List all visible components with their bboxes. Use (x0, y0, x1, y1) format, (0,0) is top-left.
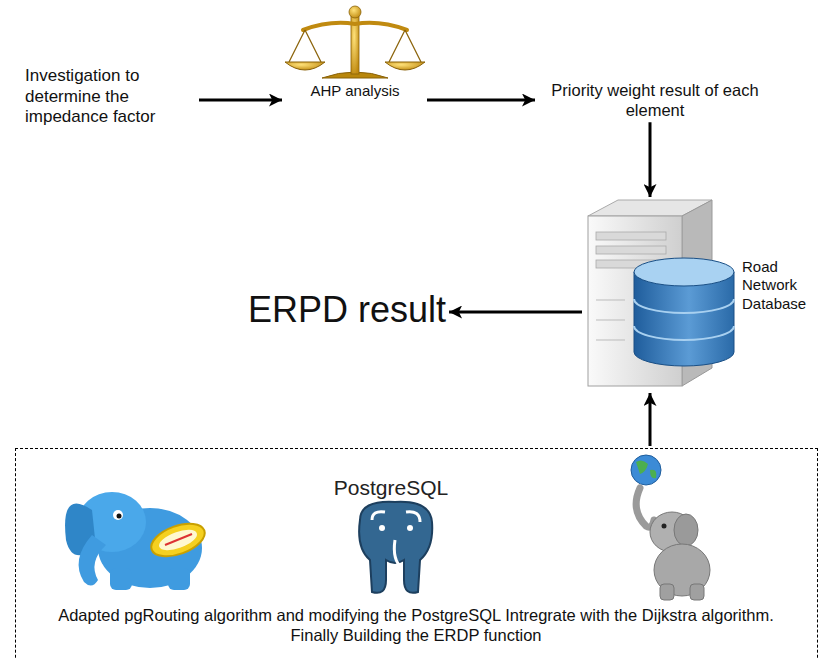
flow-arrow (427, 99, 535, 102)
step-text: Priority weight result of each element (538, 80, 772, 120)
postgresql-logo (359, 502, 432, 593)
database-server: Road Network Database (584, 200, 736, 390)
result-text: ERPD result (248, 288, 446, 332)
node-label: Investigation to determine the impedance… (25, 66, 197, 128)
node-label: Road Network Database (742, 258, 816, 313)
scales-icon (285, 6, 425, 78)
node-label: AHP analysis (285, 82, 425, 100)
flow-arrow (199, 99, 282, 102)
postgis-logo (631, 455, 710, 600)
node-label: PostgreSQL (316, 475, 466, 501)
database-cylinder (634, 258, 734, 366)
tools-panel: PostgreSQL Adapted pgRouting algorithm an… (15, 448, 818, 659)
step-text: Investigation to determine the impedance… (25, 66, 197, 128)
node-label: ERPD result (248, 288, 446, 332)
analysis-step: AHP analysis (285, 0, 425, 106)
flow-arrow (649, 393, 652, 446)
flow-arrow (449, 311, 582, 314)
node-label: Priority weight result of each element (538, 80, 772, 120)
flow-arrow (649, 122, 652, 197)
node-body: Adapted pgRouting algorithm and modifyin… (36, 605, 796, 645)
pgrouting-logo (65, 492, 209, 590)
